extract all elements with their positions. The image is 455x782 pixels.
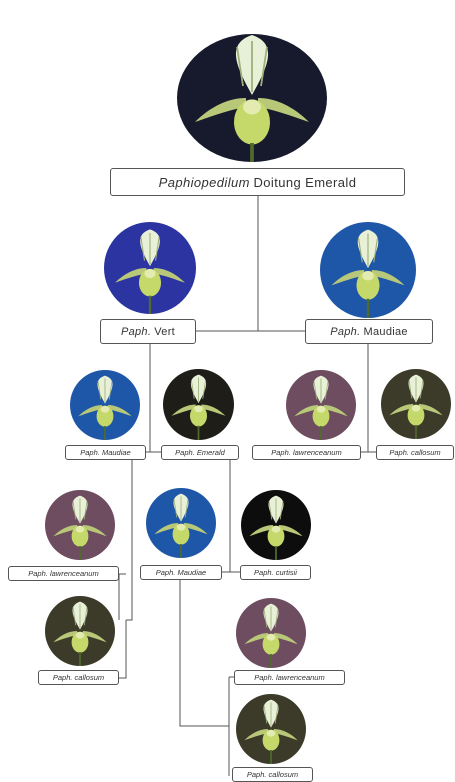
label-maudiae-b: Paph.Maudiae <box>140 565 222 580</box>
genus: Paph. <box>254 568 274 577</box>
orchid-photo-maudiae-a <box>70 370 140 440</box>
orchid-photo-callosum-a <box>381 369 451 439</box>
label-curtisii: Paph.curtisii <box>240 565 311 580</box>
genus: Paph. <box>175 448 195 457</box>
label-vert: Paph.Vert <box>100 319 196 344</box>
epithet: lawrenceanum <box>50 569 99 578</box>
orchid-photo-maudiae-b <box>146 488 216 558</box>
genus: Paph. <box>121 326 151 338</box>
orchid-photo-lawrenceanum-a <box>286 370 356 440</box>
orchid-photo-lawrenceanum-c <box>236 598 306 668</box>
epithet: callosum <box>269 770 299 779</box>
genus: Paph. <box>271 448 291 457</box>
epithet: Vert <box>154 326 175 338</box>
genus: Paph. <box>80 448 100 457</box>
orchid-photo-vert <box>104 222 196 314</box>
epithet: Maudiae <box>364 326 408 338</box>
orchid-photo-maudiae-l1 <box>320 222 416 318</box>
label-lawrenceanum-b: Paph.lawrenceanum <box>8 566 119 581</box>
label-callosum-c: Paph.callosum <box>232 767 313 782</box>
label-callosum-b: Paph.callosum <box>38 670 119 685</box>
label-callosum-a: Paph.callosum <box>376 445 454 460</box>
connector-maudiae-a <box>119 460 132 678</box>
orchid-photo-callosum-c <box>236 694 306 764</box>
epithet: Maudiae <box>177 568 206 577</box>
epithet: curtisii <box>276 568 297 577</box>
genus: Paph. <box>28 569 48 578</box>
label-emerald: Paph.Emerald <box>161 445 239 460</box>
connector-emerald <box>222 460 240 572</box>
label-lawrenceanum-a: Paph.lawrenceanum <box>252 445 361 460</box>
genus: Paph. <box>53 673 73 682</box>
epithet: Doitung Emerald <box>254 175 357 190</box>
label-lawrenceanum-c: Paph.lawrenceanum <box>234 670 345 685</box>
connector-maudiae-b <box>180 580 234 776</box>
genus: Paph. <box>247 770 267 779</box>
genus: Paph. <box>389 448 409 457</box>
genus: Paph. <box>330 326 360 338</box>
label-maudiae-l1: Paph. Maudiae <box>305 319 433 344</box>
orchid-photo-curtisii <box>241 490 311 560</box>
orchid-photo-lawrenceanum-b <box>45 490 115 560</box>
epithet: Maudiae <box>102 448 131 457</box>
epithet: Emerald <box>197 448 225 457</box>
genus: Paphiopedilum <box>159 175 250 190</box>
epithet: lawrenceanum <box>276 673 325 682</box>
label-doitung-emerald: Paphiopedilum Doitung Emerald <box>110 168 405 196</box>
connector-vert <box>146 344 161 452</box>
orchid-photo-callosum-b <box>45 596 115 666</box>
label-maudiae-a: Paph.Maudiae <box>65 445 146 460</box>
connector-root <box>195 195 305 331</box>
epithet: callosum <box>411 448 441 457</box>
genus: Paph. <box>254 673 274 682</box>
genus: Paph. <box>156 568 176 577</box>
epithet: lawrenceanum <box>293 448 342 457</box>
connector-maudiae-l1 <box>361 344 376 452</box>
orchid-photo-emerald <box>163 369 234 440</box>
orchid-photo-doitung-emerald <box>177 34 327 162</box>
epithet: callosum <box>75 673 105 682</box>
